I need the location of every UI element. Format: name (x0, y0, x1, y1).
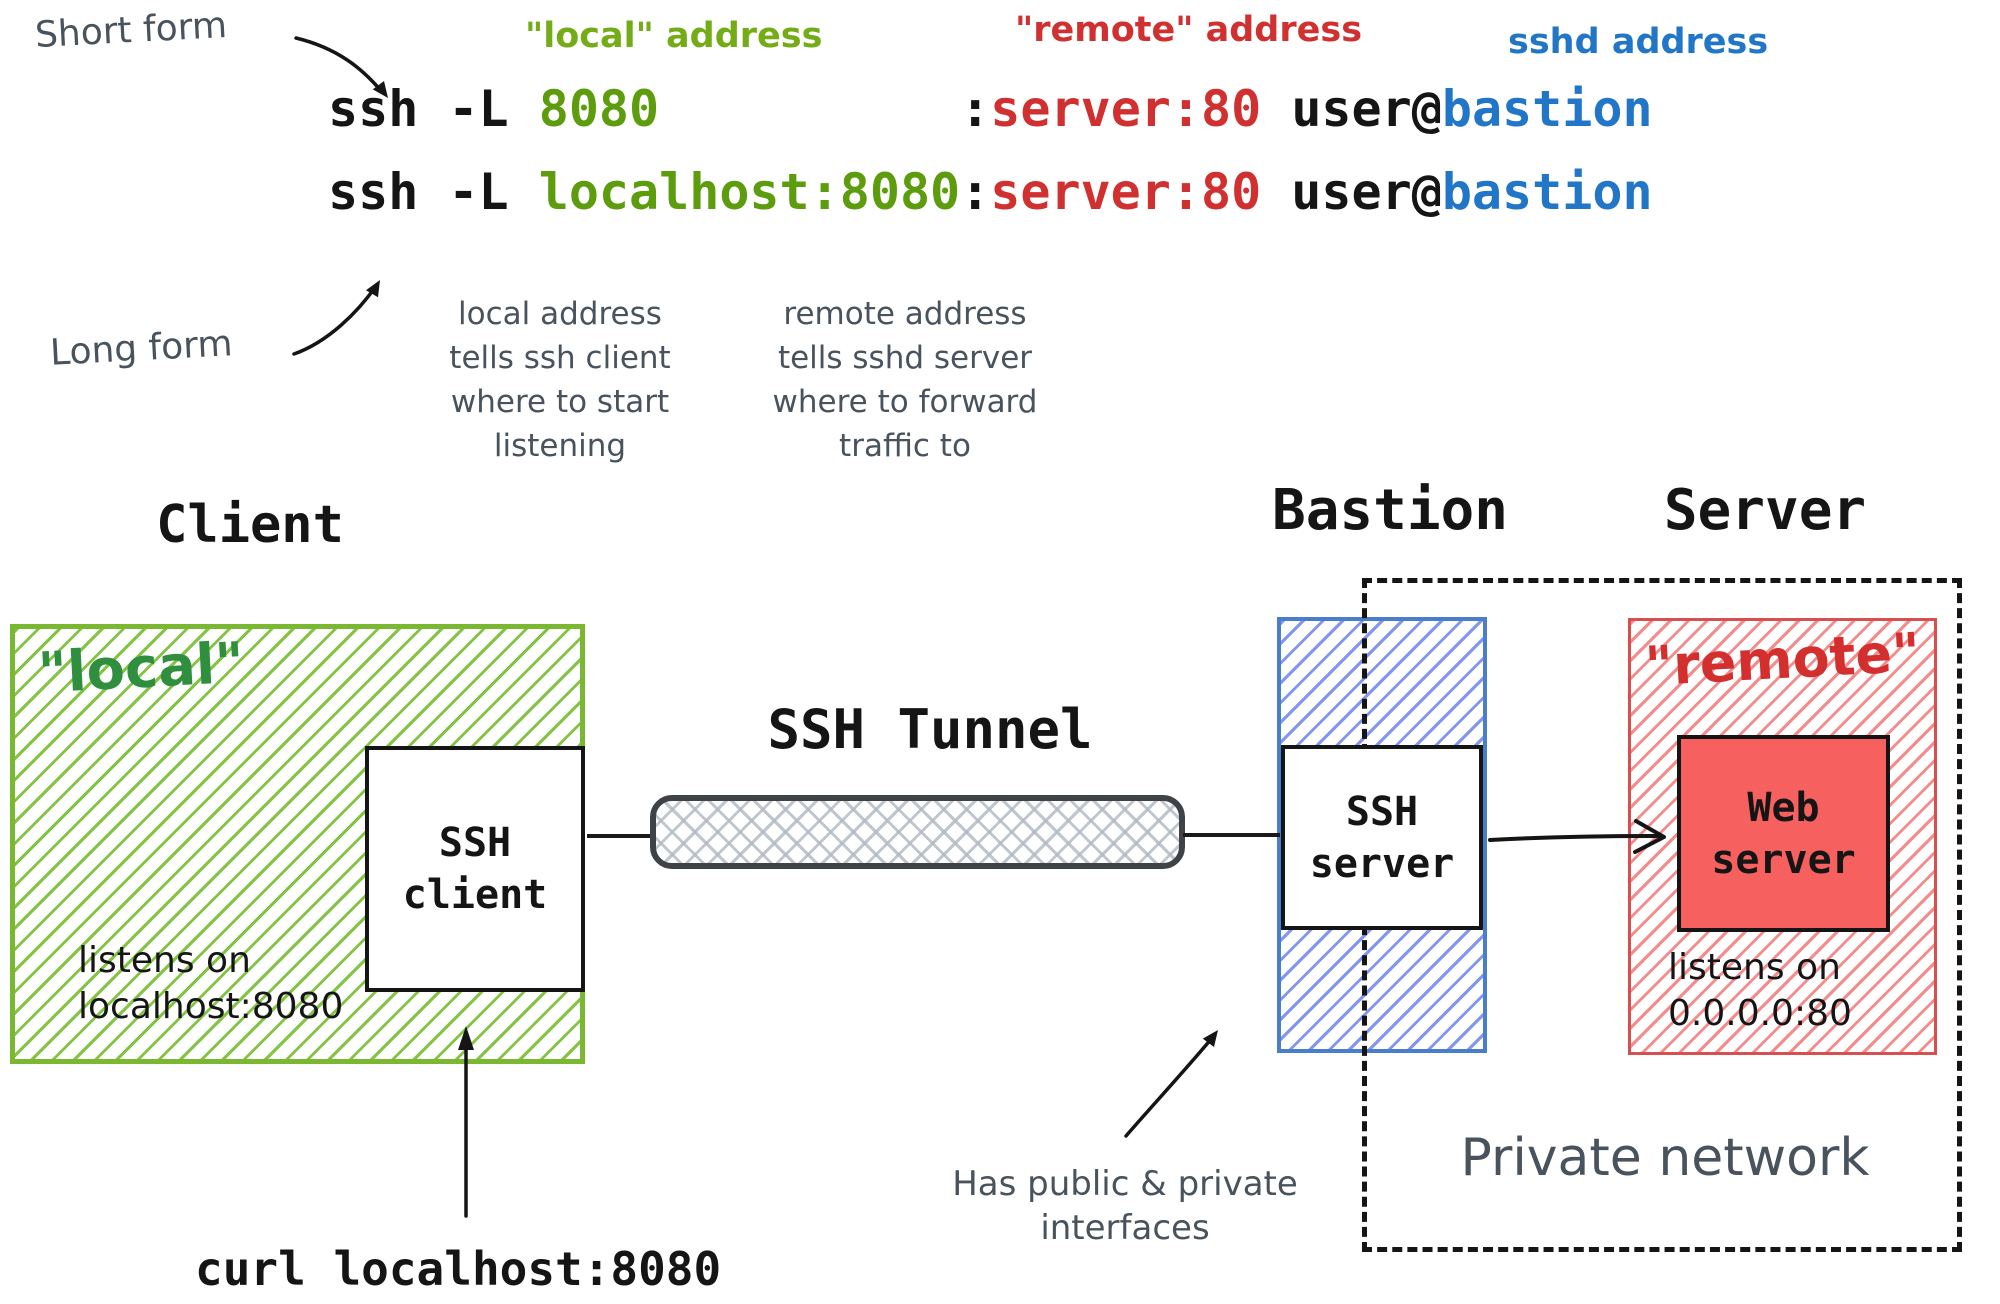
note-line: listening (493, 428, 627, 464)
note-line: traffic to (839, 428, 971, 464)
local-address-column-label: "local" address (525, 16, 823, 56)
client-listen-note: listens on localhost:8080 (78, 938, 343, 1030)
sshd-address-column-label: sshd address (1508, 22, 1769, 62)
bastion-to-webserver-arrow-icon (1488, 819, 1666, 854)
note-line: local address (458, 296, 662, 332)
bastion-interfaces-note: Has public & private interfaces (930, 1162, 1320, 1250)
client-tunnel-connector (587, 834, 652, 838)
long-form-label: Long form (49, 323, 234, 374)
ssh-command-short-form: ssh -L 8080 :server:80 user@bastion (328, 80, 1653, 138)
web-server-box: Web server (1677, 735, 1890, 932)
ssh-client-label-line: client (402, 872, 548, 918)
local-zone-label: "local" (36, 630, 246, 707)
note-line: remote address (783, 296, 1027, 332)
note-line: Has public & private (952, 1164, 1298, 1204)
note-line: tells ssh client (449, 340, 671, 376)
ssh-client-box: SSH client (365, 746, 585, 992)
web-server-label-line: Web (1747, 784, 1820, 831)
note-line: where to start (450, 384, 670, 420)
ssh-server-label-line: server (1309, 840, 1455, 887)
long-form-arrow-icon (292, 280, 380, 356)
note-line: tells sshd server (777, 340, 1033, 376)
ssh-server-box: SSH server (1281, 745, 1483, 930)
client-title: Client (156, 495, 344, 555)
curl-arrow-icon (458, 1026, 474, 1218)
ssh-server-label-line: SSH (1345, 788, 1419, 835)
bastion-note-arrow-icon (1124, 1030, 1218, 1138)
web-server-label-line: server (1711, 836, 1856, 883)
remote-address-column-label: "remote" address (1015, 10, 1363, 50)
note-line: listens on (78, 940, 251, 981)
bastion-title: Bastion (1271, 478, 1508, 543)
ssh-tunnel-title: SSH Tunnel (767, 698, 1093, 761)
short-form-arrow-icon (294, 36, 388, 98)
curl-command: curl localhost:8080 (195, 1242, 722, 1296)
note-line: 0.0.0.0:80 (1668, 993, 1852, 1034)
note-line: localhost:8080 (78, 986, 344, 1027)
short-form-label: Short form (34, 5, 228, 56)
ssh-tunnel-shape (650, 795, 1185, 869)
remote-address-explanation: remote address tells sshd server where t… (755, 292, 1055, 468)
server-listen-note: listens on 0.0.0.0:80 (1668, 945, 1852, 1037)
note-line: interfaces (1040, 1208, 1210, 1248)
private-network-label: Private network (1460, 1128, 1870, 1188)
server-title: Server (1663, 478, 1867, 543)
ssh-client-label-line: SSH (438, 820, 512, 866)
local-address-explanation: local address tells ssh client where to … (410, 292, 710, 468)
note-line: where to forward (772, 384, 1038, 420)
ssh-command-long-form: ssh -L localhost:8080:server:80 user@bas… (328, 163, 1653, 221)
tunnel-bastion-connector (1183, 833, 1280, 837)
note-line: listens on (1668, 947, 1841, 988)
